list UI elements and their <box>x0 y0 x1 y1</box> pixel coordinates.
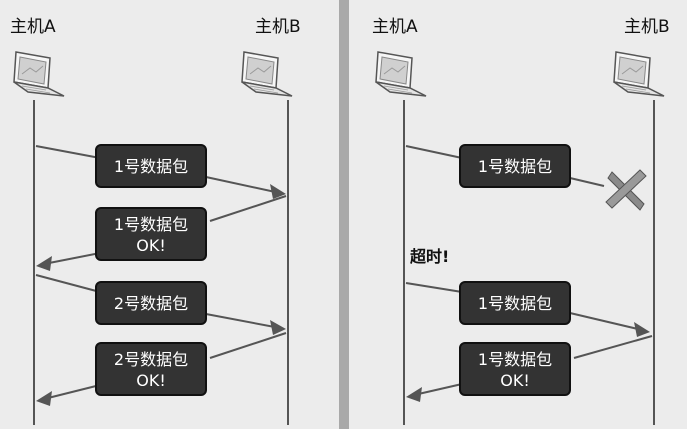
right-panel: 主机A 主机B 超时! 1号数据包 <box>372 17 670 425</box>
packet-box: 1号数据包 <box>459 281 571 325</box>
left-panel: 主机A 主机B <box>10 17 301 425</box>
timeout-note: 超时! <box>409 247 449 266</box>
left-host-b-label: 主机B <box>255 17 301 37</box>
packet-label: 2号数据包 <box>114 294 188 313</box>
arrow-b-to-a <box>36 195 287 271</box>
packet-box: 1号数据包 <box>95 144 207 188</box>
right-host-a-label: 主机A <box>372 17 418 37</box>
arrow-b-to-a <box>36 332 287 406</box>
ack-ok-label: OK! <box>136 236 166 255</box>
packet-label: 1号数据包 <box>478 294 552 313</box>
arrow-a-to-b-lost <box>405 145 605 187</box>
left-host-a-label: 主机A <box>10 17 56 37</box>
ack-box: 2号数据包 OK! <box>95 342 207 396</box>
ack-box: 1号数据包 OK! <box>459 342 571 396</box>
ack-box: 1号数据包 OK! <box>95 207 207 261</box>
arrow-a-to-b <box>405 282 650 337</box>
arrow-a-to-b <box>35 274 286 335</box>
packet-label: 1号数据包 <box>478 157 552 176</box>
ack-ok-label: OK! <box>500 371 530 390</box>
ack-ok-label: OK! <box>136 371 166 390</box>
arrow-a-to-b <box>35 145 286 199</box>
packet-box: 2号数据包 <box>95 281 207 325</box>
packet-label: 1号数据包 <box>478 350 552 369</box>
right-host-b-label: 主机B <box>624 17 670 37</box>
arrow-b-to-a <box>406 335 653 402</box>
packet-label: 2号数据包 <box>114 350 188 369</box>
packet-label: 1号数据包 <box>114 157 188 176</box>
packet-label: 1号数据包 <box>114 215 188 234</box>
packet-box: 1号数据包 <box>459 144 571 188</box>
panel-divider <box>339 0 349 429</box>
